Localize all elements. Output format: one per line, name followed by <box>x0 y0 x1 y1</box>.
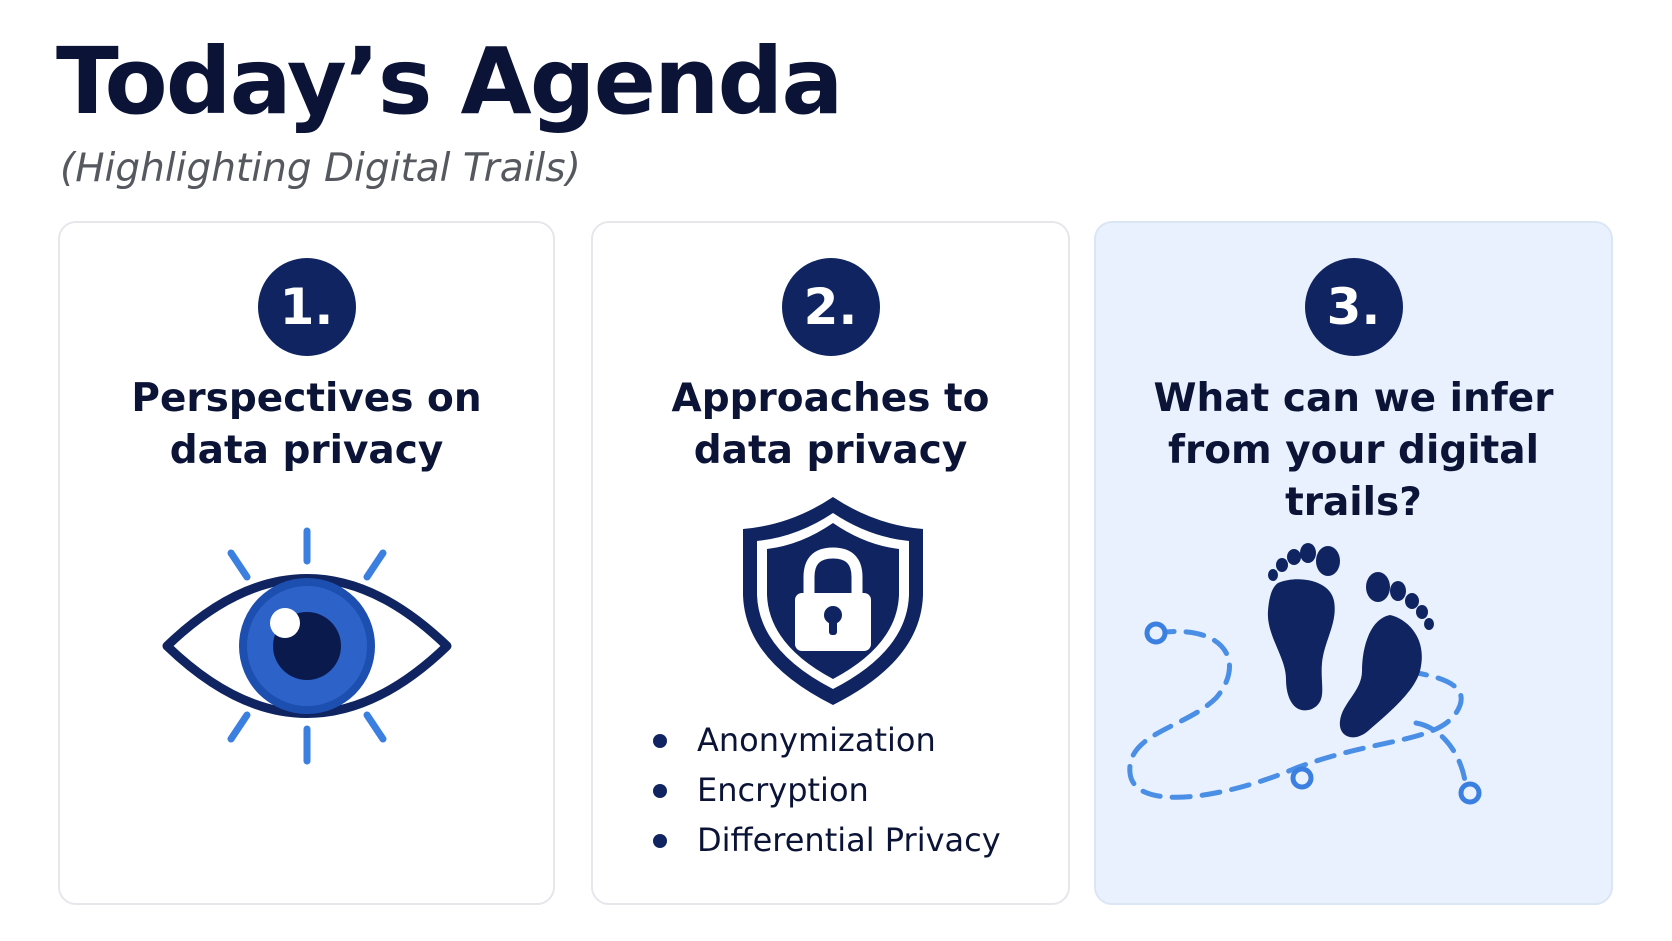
card-title: Approaches to data privacy <box>593 373 1068 477</box>
page-subtitle: (Highlighting Digital Trails) <box>60 146 581 191</box>
page-title: Today’s Agenda <box>56 28 843 135</box>
bullet-dot <box>653 784 667 798</box>
eye-icon <box>162 527 452 765</box>
agenda-card-digital-trails: 3. What can we infer from your digital t… <box>1094 221 1613 905</box>
card-title: Perspectives on data privacy <box>60 373 553 477</box>
list-item-text: Anonymization <box>697 721 936 759</box>
list-item: Differential Privacy <box>653 815 1001 865</box>
approaches-list: Anonymization Encryption Differential Pr… <box>653 715 1001 865</box>
card-title-line: data privacy <box>693 428 968 473</box>
agenda-card-perspectives: 1. Perspectives on data privacy <box>58 221 555 905</box>
number-badge: 2. <box>781 258 880 356</box>
footprints-icon <box>1127 543 1482 805</box>
card-title-line: from your digital trails? <box>1168 428 1539 525</box>
list-item-text: Encryption <box>697 771 869 809</box>
card-title-line: Approaches to <box>671 376 990 421</box>
shield-lock-icon <box>743 497 923 705</box>
list-item: Anonymization <box>653 715 1001 765</box>
number-badge: 1. <box>257 258 356 356</box>
list-item: Encryption <box>653 765 1001 815</box>
card-title: What can we infer from your digital trai… <box>1096 373 1611 529</box>
card-title-line: data privacy <box>169 428 444 473</box>
number-badge: 3. <box>1304 258 1403 356</box>
agenda-card-approaches: 2. Approaches to data privacy Anonymizat… <box>591 221 1070 905</box>
card-title-line: Perspectives on <box>131 376 482 421</box>
bullet-dot <box>653 734 667 748</box>
card-title-line: What can we infer <box>1153 376 1554 421</box>
bullet-dot <box>653 834 667 848</box>
list-item-text: Differential Privacy <box>697 821 1001 859</box>
